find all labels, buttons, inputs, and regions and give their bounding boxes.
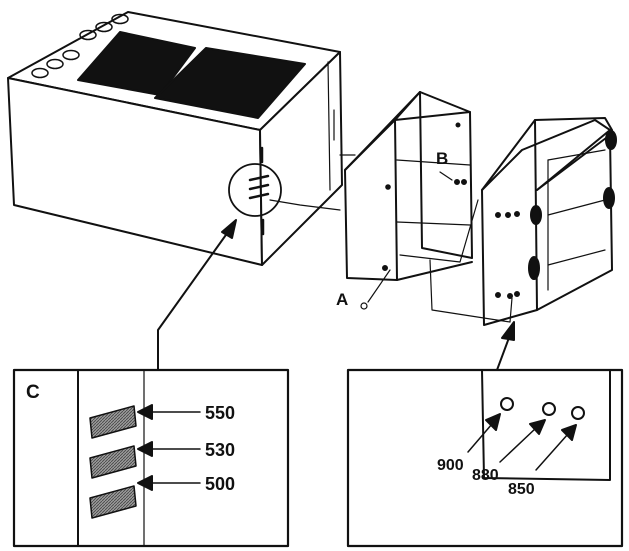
pointer-arrow-c [157,219,237,371]
hotplate-right [154,47,306,119]
hole-value-880: 880 [472,467,499,484]
control-knobs [31,13,129,79]
cooktop-appliance [7,11,343,266]
slot-530 [89,445,137,479]
label-a: A [336,290,348,309]
magnifier-circle [228,163,282,217]
inset-c [12,368,290,548]
mounting-frame-b [344,91,473,281]
hole-value-850: 850 [508,481,535,498]
label-c: C [26,382,40,403]
slot-value-530: 530 [205,440,235,460]
cooktop-side-face [259,51,343,266]
hotplate-left [77,31,196,96]
slot-500 [89,485,137,519]
hole-900 [500,397,514,411]
hole-value-900: 900 [437,457,464,474]
hole-880 [542,402,556,416]
slot-550 [89,405,137,439]
slot-value-500: 500 [205,474,235,494]
hole-850 [571,406,585,420]
inset-holes [346,368,624,548]
label-b: B [436,149,448,168]
slot-value-550: 550 [205,403,235,423]
mounting-frame-right [481,117,617,326]
alignment-lines [269,154,513,323]
pointer-arrow-holes [496,321,515,371]
